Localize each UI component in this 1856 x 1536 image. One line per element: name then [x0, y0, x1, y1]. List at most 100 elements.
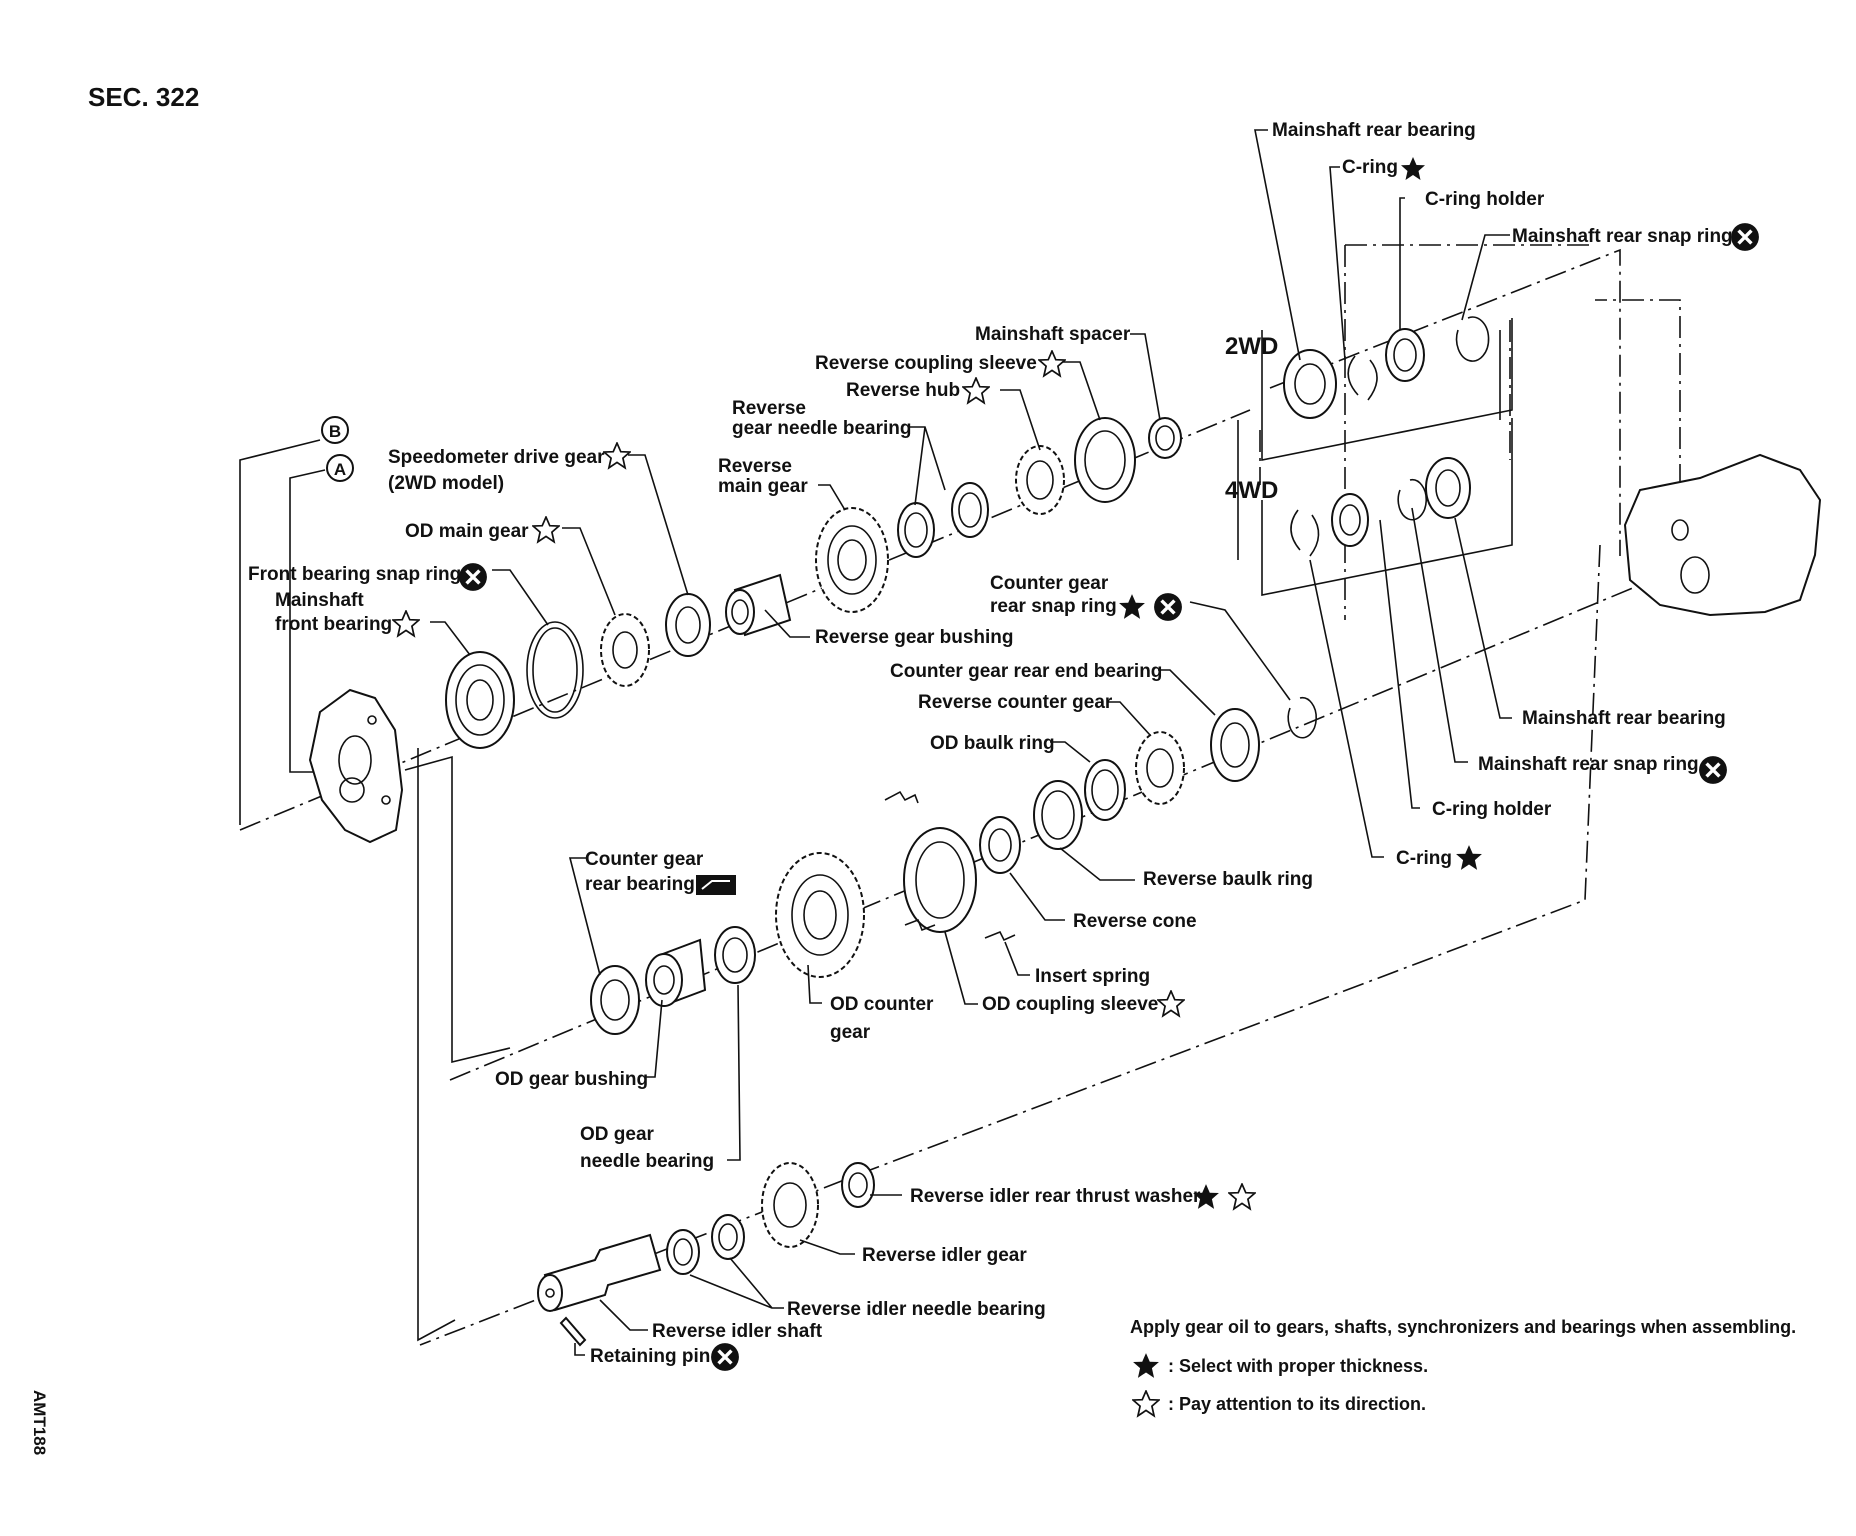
label-reverse-cone: Reverse cone [1073, 911, 1197, 932]
label-od-gear-needle-bearing-1: OD gear [580, 1124, 655, 1145]
label-reverse-baulk-ring: Reverse baulk ring [1143, 869, 1313, 890]
reverse-gear-bushing-part [725, 573, 792, 637]
label-reverse-main-gear-2: main gear [718, 476, 808, 497]
label-mainshaft-front-bearing-2: front bearing [275, 614, 392, 635]
label-reverse-coupling-sleeve: Reverse coupling sleeve [815, 353, 1037, 374]
label-c-ring-top: C-ring [1342, 157, 1398, 178]
counter-gear-rear-bearing-part [590, 965, 640, 1035]
label-mainshaft-rear-bearing-top: Mainshaft rear bearing [1272, 120, 1476, 141]
front-bearing-snap-ring-part [526, 621, 584, 719]
label-2wd-model: (2WD model) [388, 473, 504, 494]
four-wd-parts [1290, 457, 1471, 557]
reference-leaders [239, 439, 511, 1342]
label-counter-gear-rear-bearing-2: rear bearing [585, 874, 695, 895]
section-title: SEC. 322 [88, 82, 199, 112]
label-reverse-idler-needle-bearing: Reverse idler needle bearing [787, 1299, 1046, 1320]
label-mainshaft-rear-bearing-bottom: Mainshaft rear bearing [1522, 708, 1726, 729]
label-od-baulk-ring: OD baulk ring [930, 733, 1055, 754]
label-c-ring-holder-bottom: C-ring holder [1432, 799, 1552, 820]
open-star-icon [1228, 1183, 1256, 1210]
label-insert-spring: Insert spring [1035, 966, 1150, 987]
reverse-idler-shaft-part [537, 1233, 662, 1312]
label-od-gear-needle-bearing-2: needle bearing [580, 1151, 714, 1172]
label-reverse-idler-rear-thrust-washer: Reverse idler rear thrust washer [910, 1186, 1201, 1207]
label-reverse-main-gear-1: Reverse [718, 456, 792, 477]
svg-text:B: B [329, 422, 341, 441]
reverse-main-gear-part [815, 507, 889, 613]
label-c-ring-holder-top: C-ring holder [1425, 189, 1545, 210]
label-mainshaft-spacer: Mainshaft spacer [975, 324, 1131, 345]
open-star-icon [532, 516, 560, 543]
press-tool-icon [696, 875, 736, 895]
mainshaft-spacer-part [1148, 417, 1182, 459]
reverse-coupling-sleeve-part [1074, 417, 1136, 503]
open-star-icon [1038, 350, 1066, 377]
circled-x-icon [1730, 222, 1760, 252]
od-counter-gear-part [775, 852, 865, 978]
insert-spring-parts [884, 790, 1016, 942]
filled-star-icon [1401, 157, 1425, 180]
label-front-bearing-snap-ring: Front bearing snap ring [248, 564, 461, 585]
front-housing [308, 688, 404, 844]
ref-b-marker: B [321, 416, 349, 444]
label-od-counter-gear-2: gear [830, 1022, 871, 1043]
circled-x-icon [1153, 592, 1183, 622]
od-main-gear-part [600, 613, 650, 687]
reverse-idler-gear-part [761, 1162, 819, 1248]
label-od-gear-bushing: OD gear bushing [495, 1069, 648, 1090]
label-mainshaft-front-bearing-1: Mainshaft [275, 590, 364, 611]
circled-x-icon [710, 1342, 740, 1372]
counter-gear-rear-snap-ring-part [1287, 696, 1317, 739]
label-c-ring-bottom: C-ring [1396, 848, 1452, 869]
assembly-brackets [1237, 318, 1513, 596]
label-mainshaft-rear-snap-ring-bottom: Mainshaft rear snap ring [1478, 754, 1699, 775]
reverse-hub-part [1015, 445, 1065, 515]
label-reverse-gear-needle-bearing-1: Reverse [732, 398, 806, 419]
reverse-gear-needle-bearing-part [897, 482, 989, 558]
circled-x-icon [458, 562, 488, 592]
open-star-icon [1157, 990, 1185, 1017]
note-apply-gear-oil: Apply gear oil to gears, shafts, synchro… [1130, 1317, 1796, 1337]
open-star-icon [962, 377, 990, 404]
two-wd-parts [1283, 316, 1490, 419]
label-counter-gear-rear-snap-ring-1: Counter gear [990, 573, 1109, 594]
od-coupling-sleeve-part [903, 827, 977, 933]
label-od-coupling-sleeve: OD coupling sleeve [982, 994, 1158, 1015]
circled-x-icon [1698, 755, 1728, 785]
label-reverse-counter-gear: Reverse counter gear [918, 692, 1113, 713]
label-od-main-gear: OD main gear [405, 521, 529, 542]
counter-gear-rear-end-bearing-part [1210, 708, 1260, 782]
filled-star-icon [1133, 1353, 1159, 1378]
label-od-counter-gear-1: OD counter [830, 994, 934, 1015]
label-counter-gear-rear-bearing-1: Counter gear [585, 849, 704, 870]
label-reverse-gear-needle-bearing-2: gear needle bearing [732, 418, 912, 439]
center-lines [239, 244, 1701, 1346]
svg-text:A: A [334, 460, 346, 479]
speedometer-drive-gear-part [665, 593, 711, 657]
filled-star-icon [1456, 845, 1482, 870]
label-4wd: 4WD [1225, 477, 1278, 504]
reverse-counter-gear-part [1135, 731, 1185, 805]
filled-star-icon [1119, 594, 1145, 619]
label-counter-gear-rear-snap-ring-2: rear snap ring [990, 596, 1117, 617]
label-2wd: 2WD [1225, 333, 1278, 360]
label-mainshaft-rear-snap-ring-top: Mainshaft rear snap ring [1512, 226, 1733, 247]
open-star-icon [1132, 1390, 1160, 1417]
od-baulk-ring-part [1084, 759, 1126, 821]
label-reverse-gear-bushing: Reverse gear bushing [815, 627, 1014, 648]
open-star-icon [392, 610, 420, 637]
ref-a-marker: A [326, 454, 354, 482]
label-counter-gear-rear-end-bearing: Counter gear rear end bearing [890, 661, 1162, 682]
open-star-icon [603, 442, 631, 469]
od-gear-needle-bearing-part [714, 926, 756, 984]
note-open-star: : Pay attention to its direction. [1168, 1394, 1426, 1414]
reverse-idler-needle-bearing-part [666, 1214, 745, 1275]
retaining-pin-part [559, 1316, 587, 1347]
mainshaft-front-bearing-part [445, 651, 515, 749]
label-reverse-hub: Reverse hub [846, 380, 960, 401]
label-reverse-idler-shaft: Reverse idler shaft [652, 1321, 823, 1342]
note-filled-star: : Select with proper thickness. [1168, 1356, 1428, 1376]
label-retaining-pin: Retaining pin [590, 1346, 710, 1367]
legend: Apply gear oil to gears, shafts, synchro… [1130, 1317, 1796, 1417]
